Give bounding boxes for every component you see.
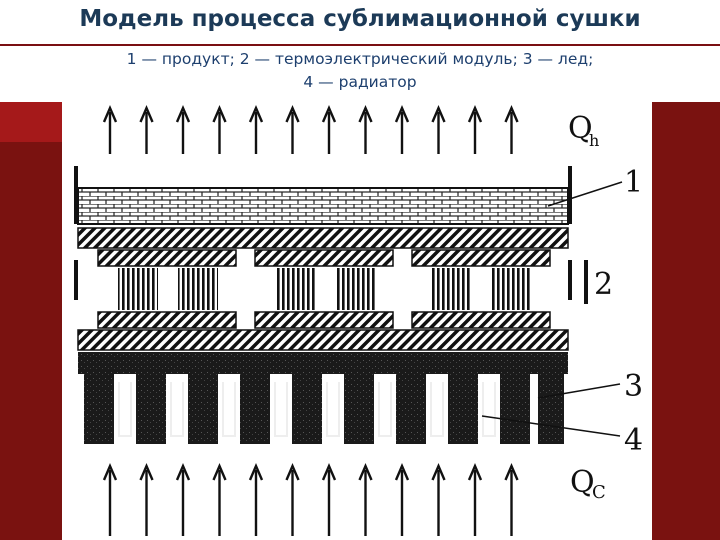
bottom-arrow-12 [504, 462, 519, 536]
top-arrow-12 [504, 104, 519, 154]
bottom-arrow-1 [102, 462, 118, 536]
pellet-6 [492, 268, 532, 310]
pellet-1 [118, 268, 158, 310]
callout-1: 1 [624, 165, 643, 200]
right-wall [568, 166, 572, 224]
left-module-bracket [74, 260, 78, 300]
bottom-arrow-6 [285, 462, 300, 536]
pellet-5 [432, 268, 472, 310]
callout-4: 4 [624, 423, 643, 458]
slide-title: Модель процесса сублимационной сушки [79, 6, 641, 32]
sublimation-model-figure: Q h [62, 100, 652, 540]
bottom-arrow-3 [175, 462, 191, 536]
caption-line-1: 1 — продукт; 2 — термоэлектрический моду… [126, 50, 594, 68]
callout-3: 3 [624, 369, 643, 404]
top-arrow-1 [102, 104, 118, 154]
product-layer [77, 187, 569, 225]
callout-2: 2 [594, 267, 613, 302]
top-arrow-10 [431, 104, 446, 154]
bottom-arrow-4 [212, 462, 227, 536]
pellet-4 [335, 268, 375, 310]
pellet-2 [178, 268, 218, 310]
top-conductor-3 [411, 249, 551, 267]
top-arrow-11 [467, 104, 483, 154]
bottom-arrow-5 [248, 462, 264, 536]
module-bracket-mark [584, 260, 588, 304]
bottom-arrow-8 [358, 462, 373, 536]
top-conductor-2 [254, 249, 394, 267]
radiator-base [78, 352, 568, 374]
radiator-fins [84, 372, 564, 444]
bottom-conductor-3 [411, 311, 551, 329]
bottom-arrow-9 [394, 462, 410, 536]
left-wall [74, 166, 78, 224]
heat-flow-arrows-bottom [102, 462, 519, 536]
right-side-panel [652, 102, 720, 540]
callout-lines [481, 181, 623, 437]
bottom-conductor-1 [97, 311, 237, 329]
bottom-arrow-2 [139, 462, 154, 536]
title-divider [0, 44, 720, 46]
ice-layer [118, 382, 496, 437]
figure-caption: 1 — продукт; 2 — термоэлектрический моду… [6, 48, 714, 94]
top-arrow-2 [139, 104, 154, 154]
top-arrow-4 [212, 104, 227, 154]
caption-line-2: 4 — радиатор [303, 73, 417, 91]
heat-top-subscript: h [589, 131, 599, 150]
left-side-accent [0, 102, 62, 142]
heat-top-label: Q [568, 111, 593, 146]
right-module-bracket [568, 260, 572, 300]
bottom-arrow-7 [321, 462, 337, 536]
left-side-panel [0, 102, 62, 540]
top-ceramic-plate [77, 227, 569, 249]
bottom-arrow-10 [431, 462, 446, 536]
top-conductor-1 [97, 249, 237, 267]
bottom-arrow-11 [467, 462, 483, 536]
top-arrow-9 [394, 104, 410, 154]
top-arrow-7 [321, 104, 337, 154]
bottom-ceramic-plate [77, 329, 569, 351]
top-arrow-6 [285, 104, 300, 154]
top-arrow-8 [358, 104, 373, 154]
top-arrow-5 [248, 104, 264, 154]
pellet-3 [275, 268, 315, 310]
heat-bottom-subscript: C [592, 482, 606, 503]
heat-bottom-label: Q [570, 465, 595, 500]
top-arrow-3 [175, 104, 191, 154]
heat-flow-arrows-top [102, 104, 519, 154]
bottom-conductor-2 [254, 311, 394, 329]
